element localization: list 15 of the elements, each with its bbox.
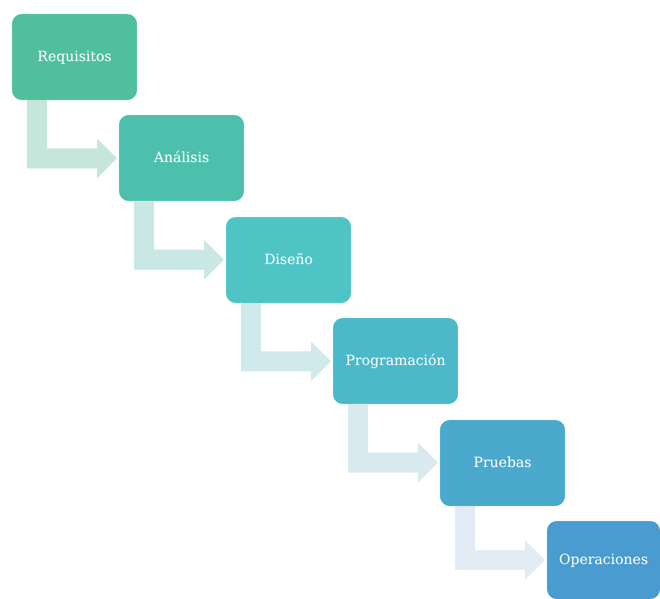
process-box bbox=[547, 521, 660, 599]
arrow bbox=[455, 506, 545, 580]
step-label: Diseño bbox=[264, 252, 313, 268]
step-label: Análisis bbox=[154, 150, 210, 166]
arrow bbox=[348, 404, 438, 483]
step-label: Operaciones bbox=[559, 552, 648, 568]
process-box bbox=[226, 216, 351, 303]
process-box bbox=[440, 420, 565, 506]
step-label: Pruebas bbox=[474, 454, 532, 471]
step-label: Requisitos bbox=[37, 49, 112, 65]
arrow bbox=[241, 302, 331, 382]
process-box bbox=[12, 14, 137, 100]
process-box bbox=[119, 115, 244, 202]
process-box bbox=[333, 318, 458, 404]
step-label: Programación bbox=[346, 353, 446, 370]
